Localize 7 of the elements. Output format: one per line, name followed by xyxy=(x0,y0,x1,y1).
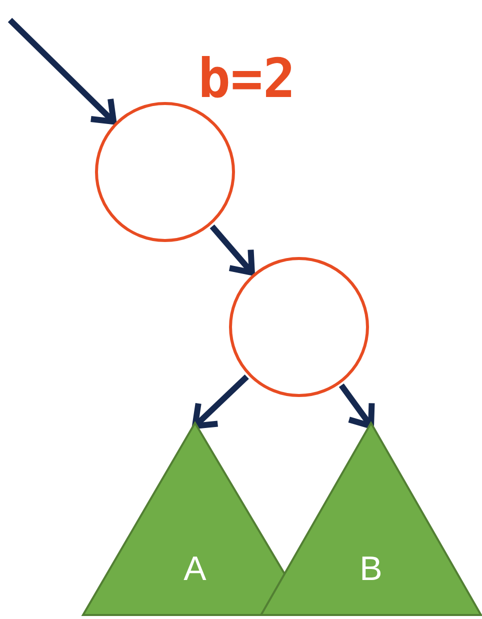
node-label: A xyxy=(184,552,206,586)
arrow xyxy=(8,18,117,125)
arrow xyxy=(338,383,375,429)
arrow xyxy=(210,224,255,276)
node-label: B xyxy=(360,552,382,586)
annotation-text: b=2 xyxy=(198,52,296,106)
arrow xyxy=(192,374,249,429)
